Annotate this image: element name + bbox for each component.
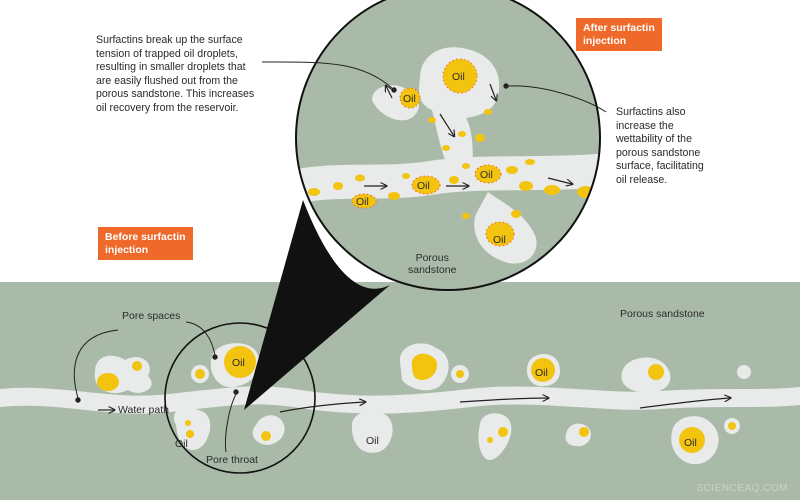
oil-droplet (224, 346, 256, 378)
porous-sandstone-label: Porous sandstone (620, 308, 705, 320)
oil-droplet (185, 420, 191, 426)
flow-arrow (439, 113, 454, 136)
oil-droplet (411, 353, 438, 380)
oil-label: Oil (356, 196, 369, 208)
oil-label: Oil (684, 437, 697, 449)
oil-droplet (442, 58, 478, 94)
oil-droplet (485, 221, 515, 247)
oil-label: Oil (403, 93, 416, 105)
pore-space (737, 365, 751, 379)
oil-droplet (97, 373, 119, 391)
oil-droplet (132, 361, 142, 371)
water-path-channel (0, 386, 800, 414)
flow-arrow (386, 86, 393, 99)
flow-arrow (459, 398, 548, 403)
oil-label: Oil (452, 71, 465, 83)
zoom-sandstone-label: Porous sandstone (408, 252, 457, 276)
oil-droplet (195, 369, 205, 379)
pore-space (478, 413, 512, 460)
flow-arrow (279, 402, 365, 413)
oil-droplet (648, 364, 664, 380)
flow-arrow (547, 177, 572, 184)
oil-droplet (487, 437, 493, 443)
pore-space (173, 406, 211, 450)
oil-droplet (411, 175, 441, 195)
water-path-arrows (98, 398, 730, 412)
oil-droplet (579, 427, 589, 437)
oil-droplet (351, 193, 377, 209)
pore-throat-label: Pore throat (206, 454, 258, 466)
oil-label: Oil (493, 234, 506, 246)
lower-leaders (73, 321, 239, 453)
small-oil-droplets (308, 109, 595, 219)
upper-leaders (261, 61, 607, 113)
oil-label: Oil (366, 435, 379, 447)
oil-droplet (399, 87, 421, 109)
oil-droplet (679, 427, 705, 453)
oil-droplet (456, 370, 464, 378)
oil-label: Oil (417, 180, 430, 192)
water-path-label: Water path (118, 404, 169, 416)
lower-oil (97, 346, 736, 453)
oil-label: Oil (480, 169, 493, 181)
pore-spaces-leader (185, 321, 216, 356)
zoom-channel (296, 153, 600, 207)
pore-throat-leader (225, 393, 237, 453)
breakup-leader (261, 61, 393, 89)
zoom-pore (419, 47, 500, 168)
pore-space (252, 415, 285, 445)
flow-arrow (639, 398, 730, 409)
wettability-leader (507, 85, 607, 113)
oil-droplet (498, 427, 508, 437)
pore-spaces-label: Pore spaces (122, 310, 181, 322)
wettability-annotation: Surfactins also increase the wettability… (616, 106, 704, 186)
magnify-cone (244, 200, 390, 410)
surfactin-breakup-annotation: Surfactins break up the surface tension … (96, 34, 255, 114)
oil-label: Oil (175, 438, 188, 450)
oil-label: Oil (232, 357, 245, 369)
zoom-arrows (364, 84, 572, 186)
magnify-source-circle (164, 322, 316, 474)
flow-arrow (489, 83, 496, 100)
before-injection-badge: Before surfactin injection (98, 227, 193, 260)
zoom-circle-border (295, 0, 601, 291)
pore-spaces-leader (73, 329, 119, 399)
credit-watermark: SCIENCEAQ.COM (696, 483, 788, 494)
oil-droplet (261, 431, 271, 441)
oil-droplet (474, 164, 502, 184)
pore-space (351, 411, 393, 453)
oil-droplet (531, 358, 555, 382)
oil-droplet (186, 430, 194, 438)
oil-label: Oil (535, 367, 548, 379)
after-injection-badge: After surfactin injection (576, 18, 662, 51)
oil-droplet (728, 422, 736, 430)
